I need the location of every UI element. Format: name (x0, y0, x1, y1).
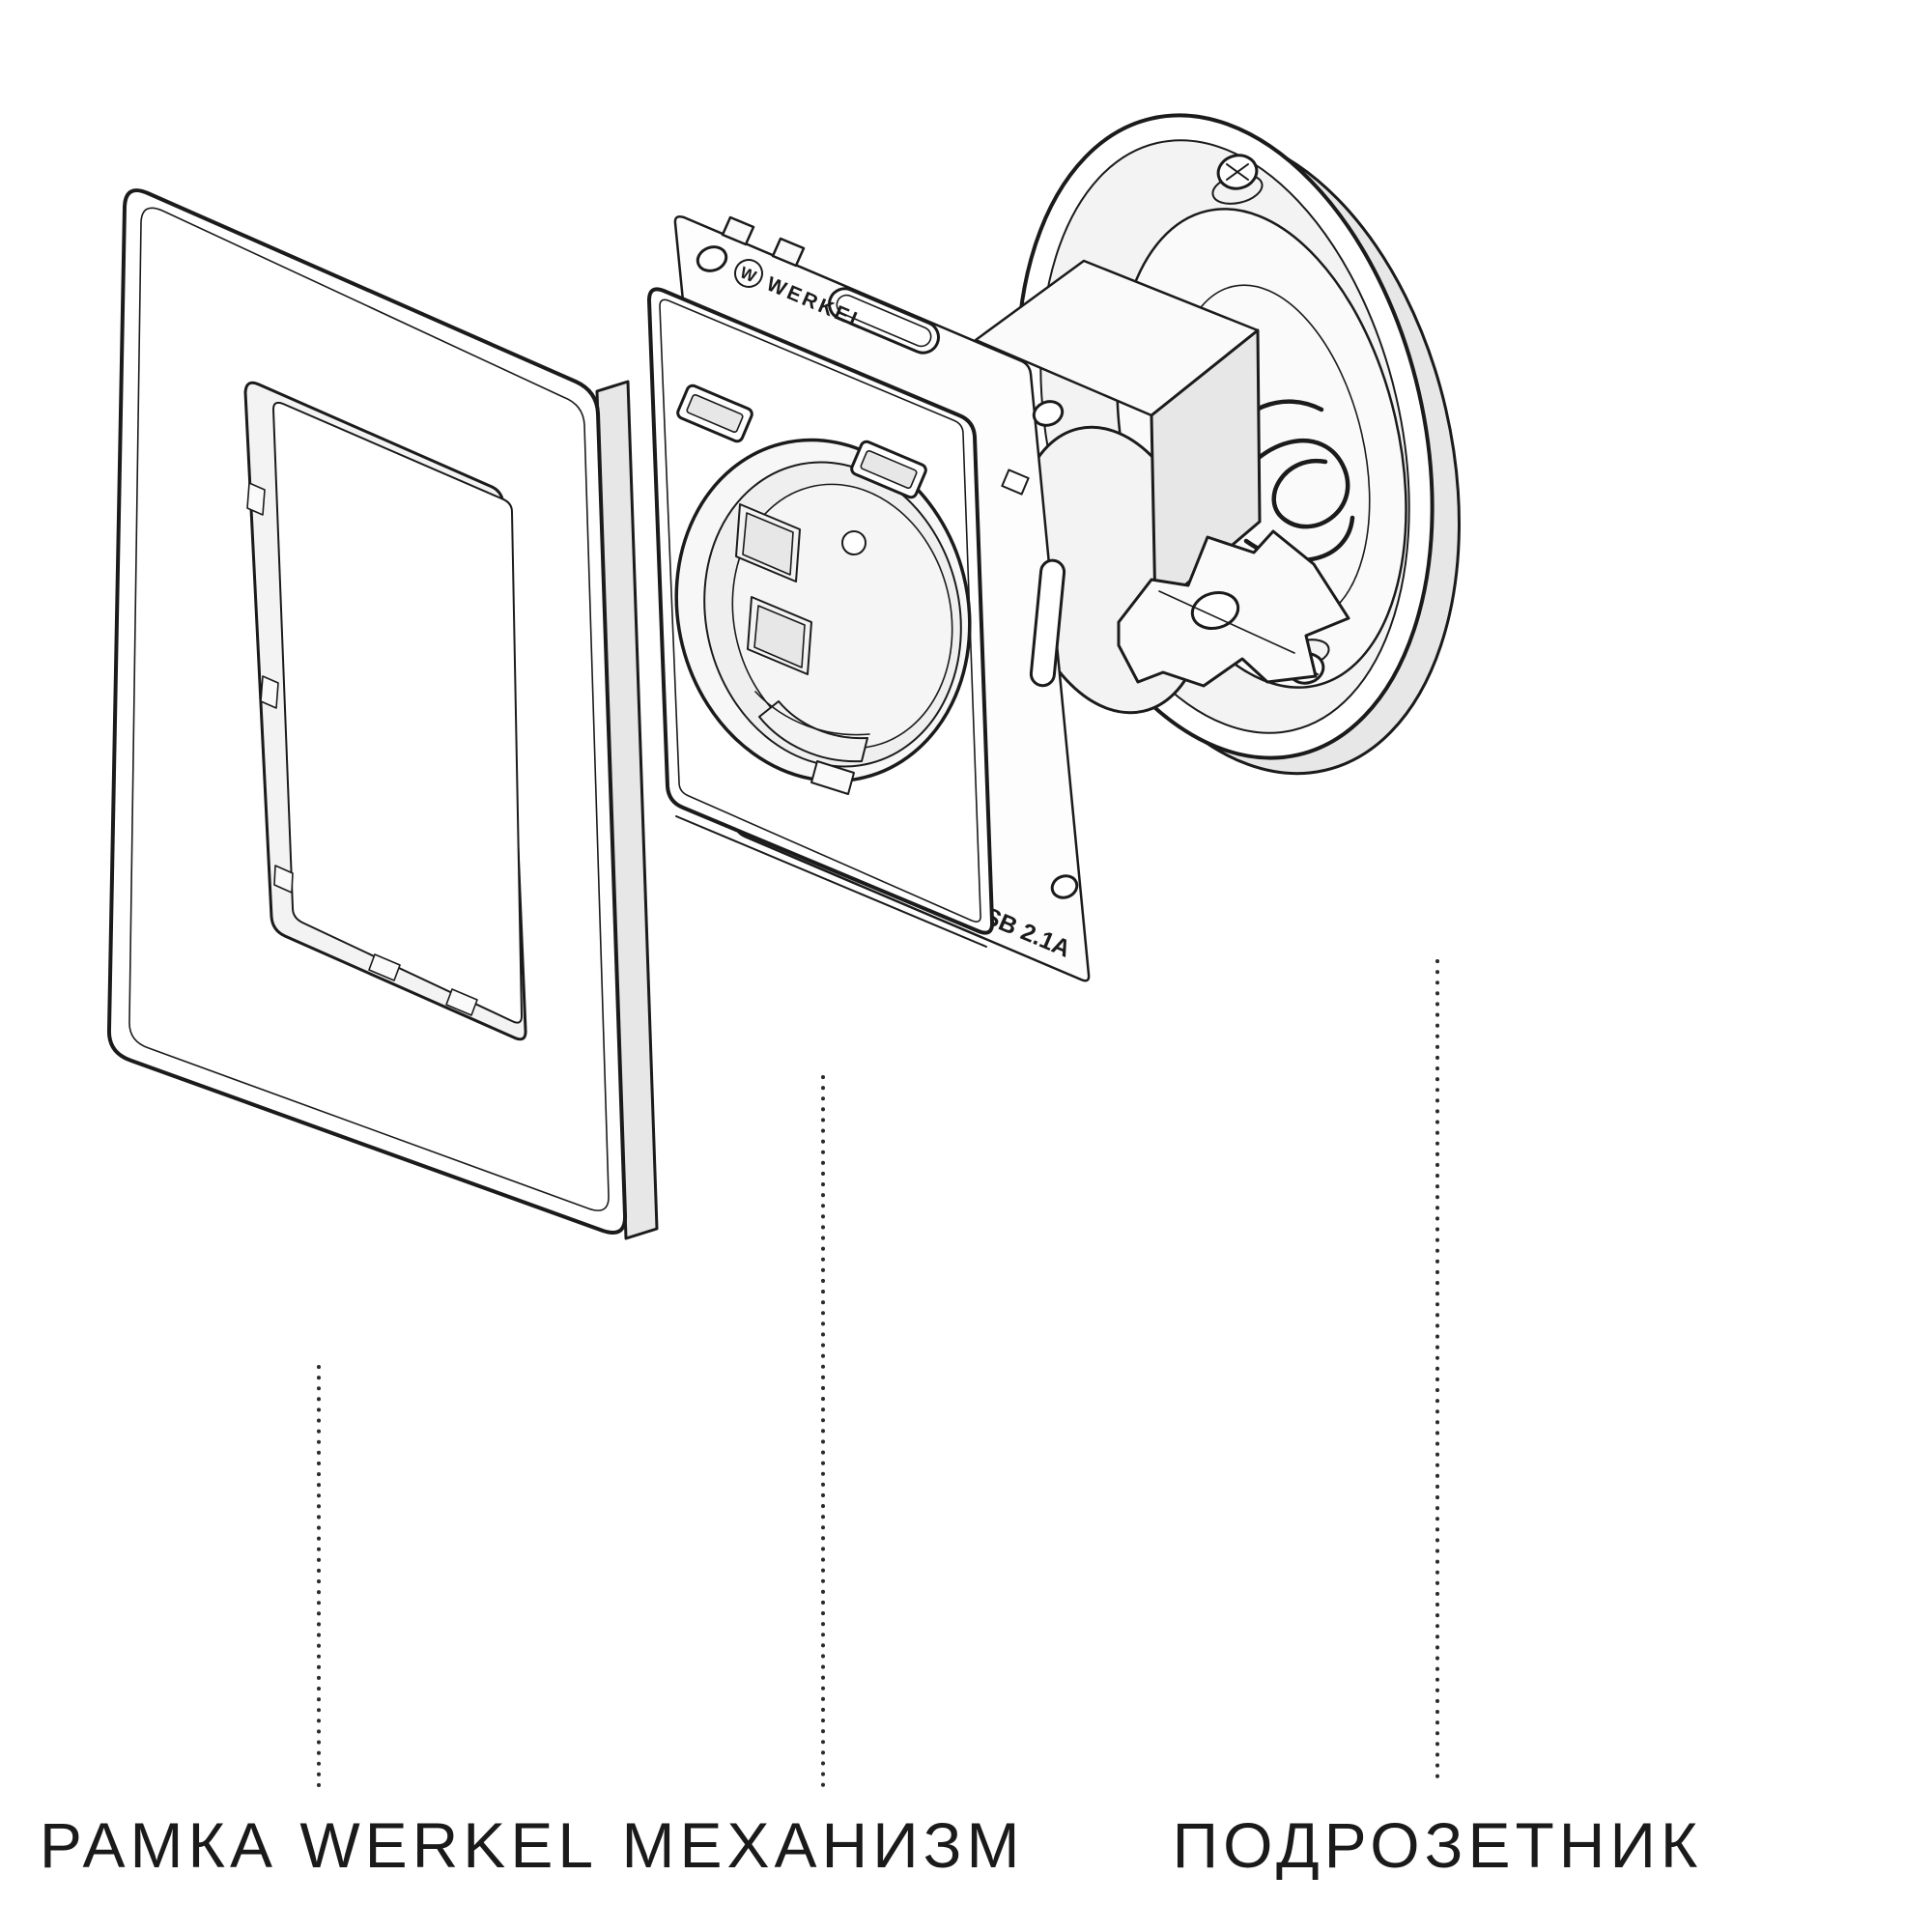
mechanism-drawing: W WERKEL USB 2.1A (647, 215, 1350, 982)
plate-bevel (659, 298, 981, 923)
strap-hole (696, 245, 728, 272)
strap-tab (721, 215, 755, 246)
brand-monogram-circle (734, 259, 763, 288)
part-label-frame: РАМКА WERKEL (39, 1809, 599, 1881)
frame-drawing (106, 188, 659, 1240)
frame-ledge-tabs (246, 482, 478, 1016)
usb-port (850, 440, 927, 499)
recess-screw-hole (841, 530, 867, 555)
ground-clip (754, 691, 870, 795)
usb-port (676, 384, 753, 443)
strap-hole (1032, 400, 1065, 427)
strap-tab (771, 237, 806, 268)
mechanism-face-plate (647, 287, 995, 948)
strap-top-slot (827, 287, 941, 355)
frame-bevel (128, 207, 610, 1211)
strap-side-slot (1029, 558, 1066, 688)
part-label-wall-box: ПОДРОЗЕТНИК (1172, 1809, 1703, 1881)
contact-window (747, 596, 812, 675)
strap-square-hole (1001, 469, 1030, 496)
mechanism-claw-bend-line (1158, 590, 1295, 654)
frame-opening (272, 401, 523, 1024)
plate-thickness-edge (675, 815, 987, 948)
mechanism-claw-hole (1190, 591, 1240, 630)
part-label-mechanism: МЕХАНИЗМ (621, 1809, 1025, 1881)
strap-hole (1050, 874, 1079, 899)
screw-top-cross (1226, 163, 1249, 181)
contact-window (735, 503, 801, 582)
